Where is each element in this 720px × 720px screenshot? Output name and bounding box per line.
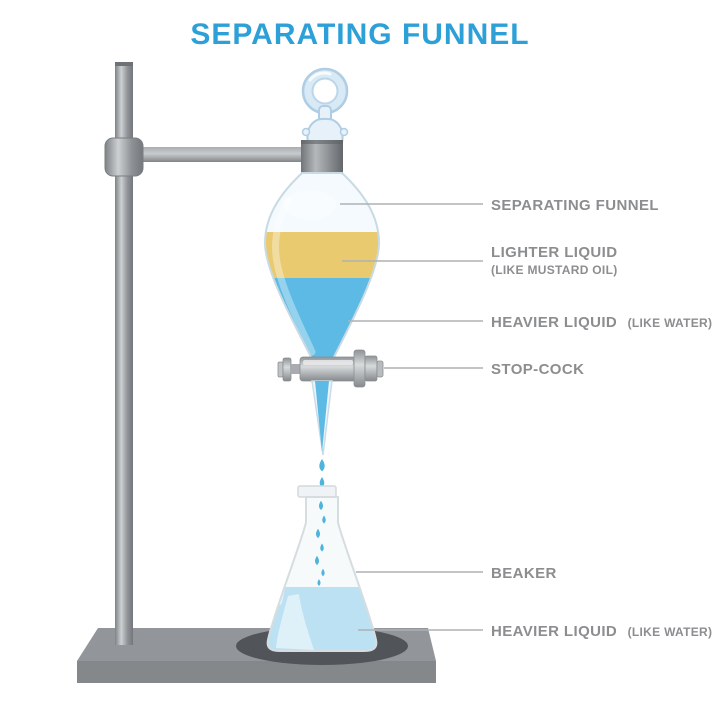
falling-drops — [319, 459, 325, 488]
funnel-glass-highlight — [272, 196, 316, 356]
leader-lines — [340, 203, 483, 631]
beaker-flask — [266, 485, 378, 652]
page-title: SEPARATING FUNNEL — [190, 18, 529, 51]
stopcock-barrel-highlight — [303, 360, 353, 365]
stopper-ring-hole — [311, 77, 339, 105]
label-heavier-liquid-sub: (LIKE WATER) — [628, 316, 713, 330]
stopcock-right-flange — [353, 349, 366, 388]
label-beaker-liquid-sub: (LIKE WATER) — [628, 625, 713, 639]
stopcock — [277, 349, 384, 388]
stopcock-right-knob — [364, 355, 378, 382]
label-heavier-liquid: HEAVIER LIQUID (LIKE WATER) — [491, 314, 712, 331]
stopcock-left-pin — [290, 364, 302, 374]
beaker-water-highlight — [276, 594, 314, 650]
inner-drop — [322, 515, 326, 524]
stopcock-left-cap — [282, 357, 292, 382]
label-lighter-liquid: LIGHTER LIQUID — [491, 244, 617, 261]
inner-drops — [314, 500, 326, 587]
funnel-collar-top-edge — [301, 140, 343, 144]
inner-drop — [320, 543, 324, 552]
label-beaker: BEAKER — [491, 565, 557, 582]
falling-drop — [319, 477, 325, 488]
clamp-arm — [133, 147, 303, 162]
stopcock-right-cap — [376, 360, 384, 378]
stopper-nub-right — [339, 127, 349, 137]
inner-drop — [317, 579, 321, 587]
funnel-stopper-assembly — [301, 67, 349, 151]
stem-stream — [315, 381, 329, 452]
separating-funnel-body — [263, 172, 381, 368]
flask-glass-outline — [266, 496, 378, 652]
label-lighter-liquid-sub: (LIKE MUSTARD OIL) — [491, 263, 618, 277]
clamp-boss — [104, 137, 144, 177]
ring-highlight — [308, 71, 332, 82]
stand-base-front — [77, 661, 436, 683]
label-heavier-liquid-main: HEAVIER LIQUID — [491, 314, 617, 331]
inner-drop — [318, 500, 324, 511]
inner-drop — [314, 555, 320, 566]
stopper-nub-left — [301, 127, 311, 137]
falling-drop — [319, 459, 325, 472]
stand-pole-cap — [115, 62, 133, 66]
oil-layer — [265, 232, 379, 278]
funnel-stem — [311, 380, 333, 456]
label-beaker-liquid: HEAVIER LIQUID (LIKE WATER) — [491, 623, 712, 640]
stand-pole — [115, 62, 133, 645]
label-beaker-liquid-main: HEAVIER LIQUID — [491, 623, 617, 640]
label-stop-cock: STOP-COCK — [491, 361, 584, 378]
flask-rim — [297, 485, 337, 498]
stopcock-left-cap-outer — [277, 361, 284, 378]
funnel-top-shine — [284, 190, 336, 220]
inner-drop — [321, 568, 325, 577]
funnel-collar — [301, 140, 343, 174]
label-separating-funnel: SEPARATING FUNNEL — [491, 197, 659, 214]
inner-drop — [315, 528, 321, 539]
